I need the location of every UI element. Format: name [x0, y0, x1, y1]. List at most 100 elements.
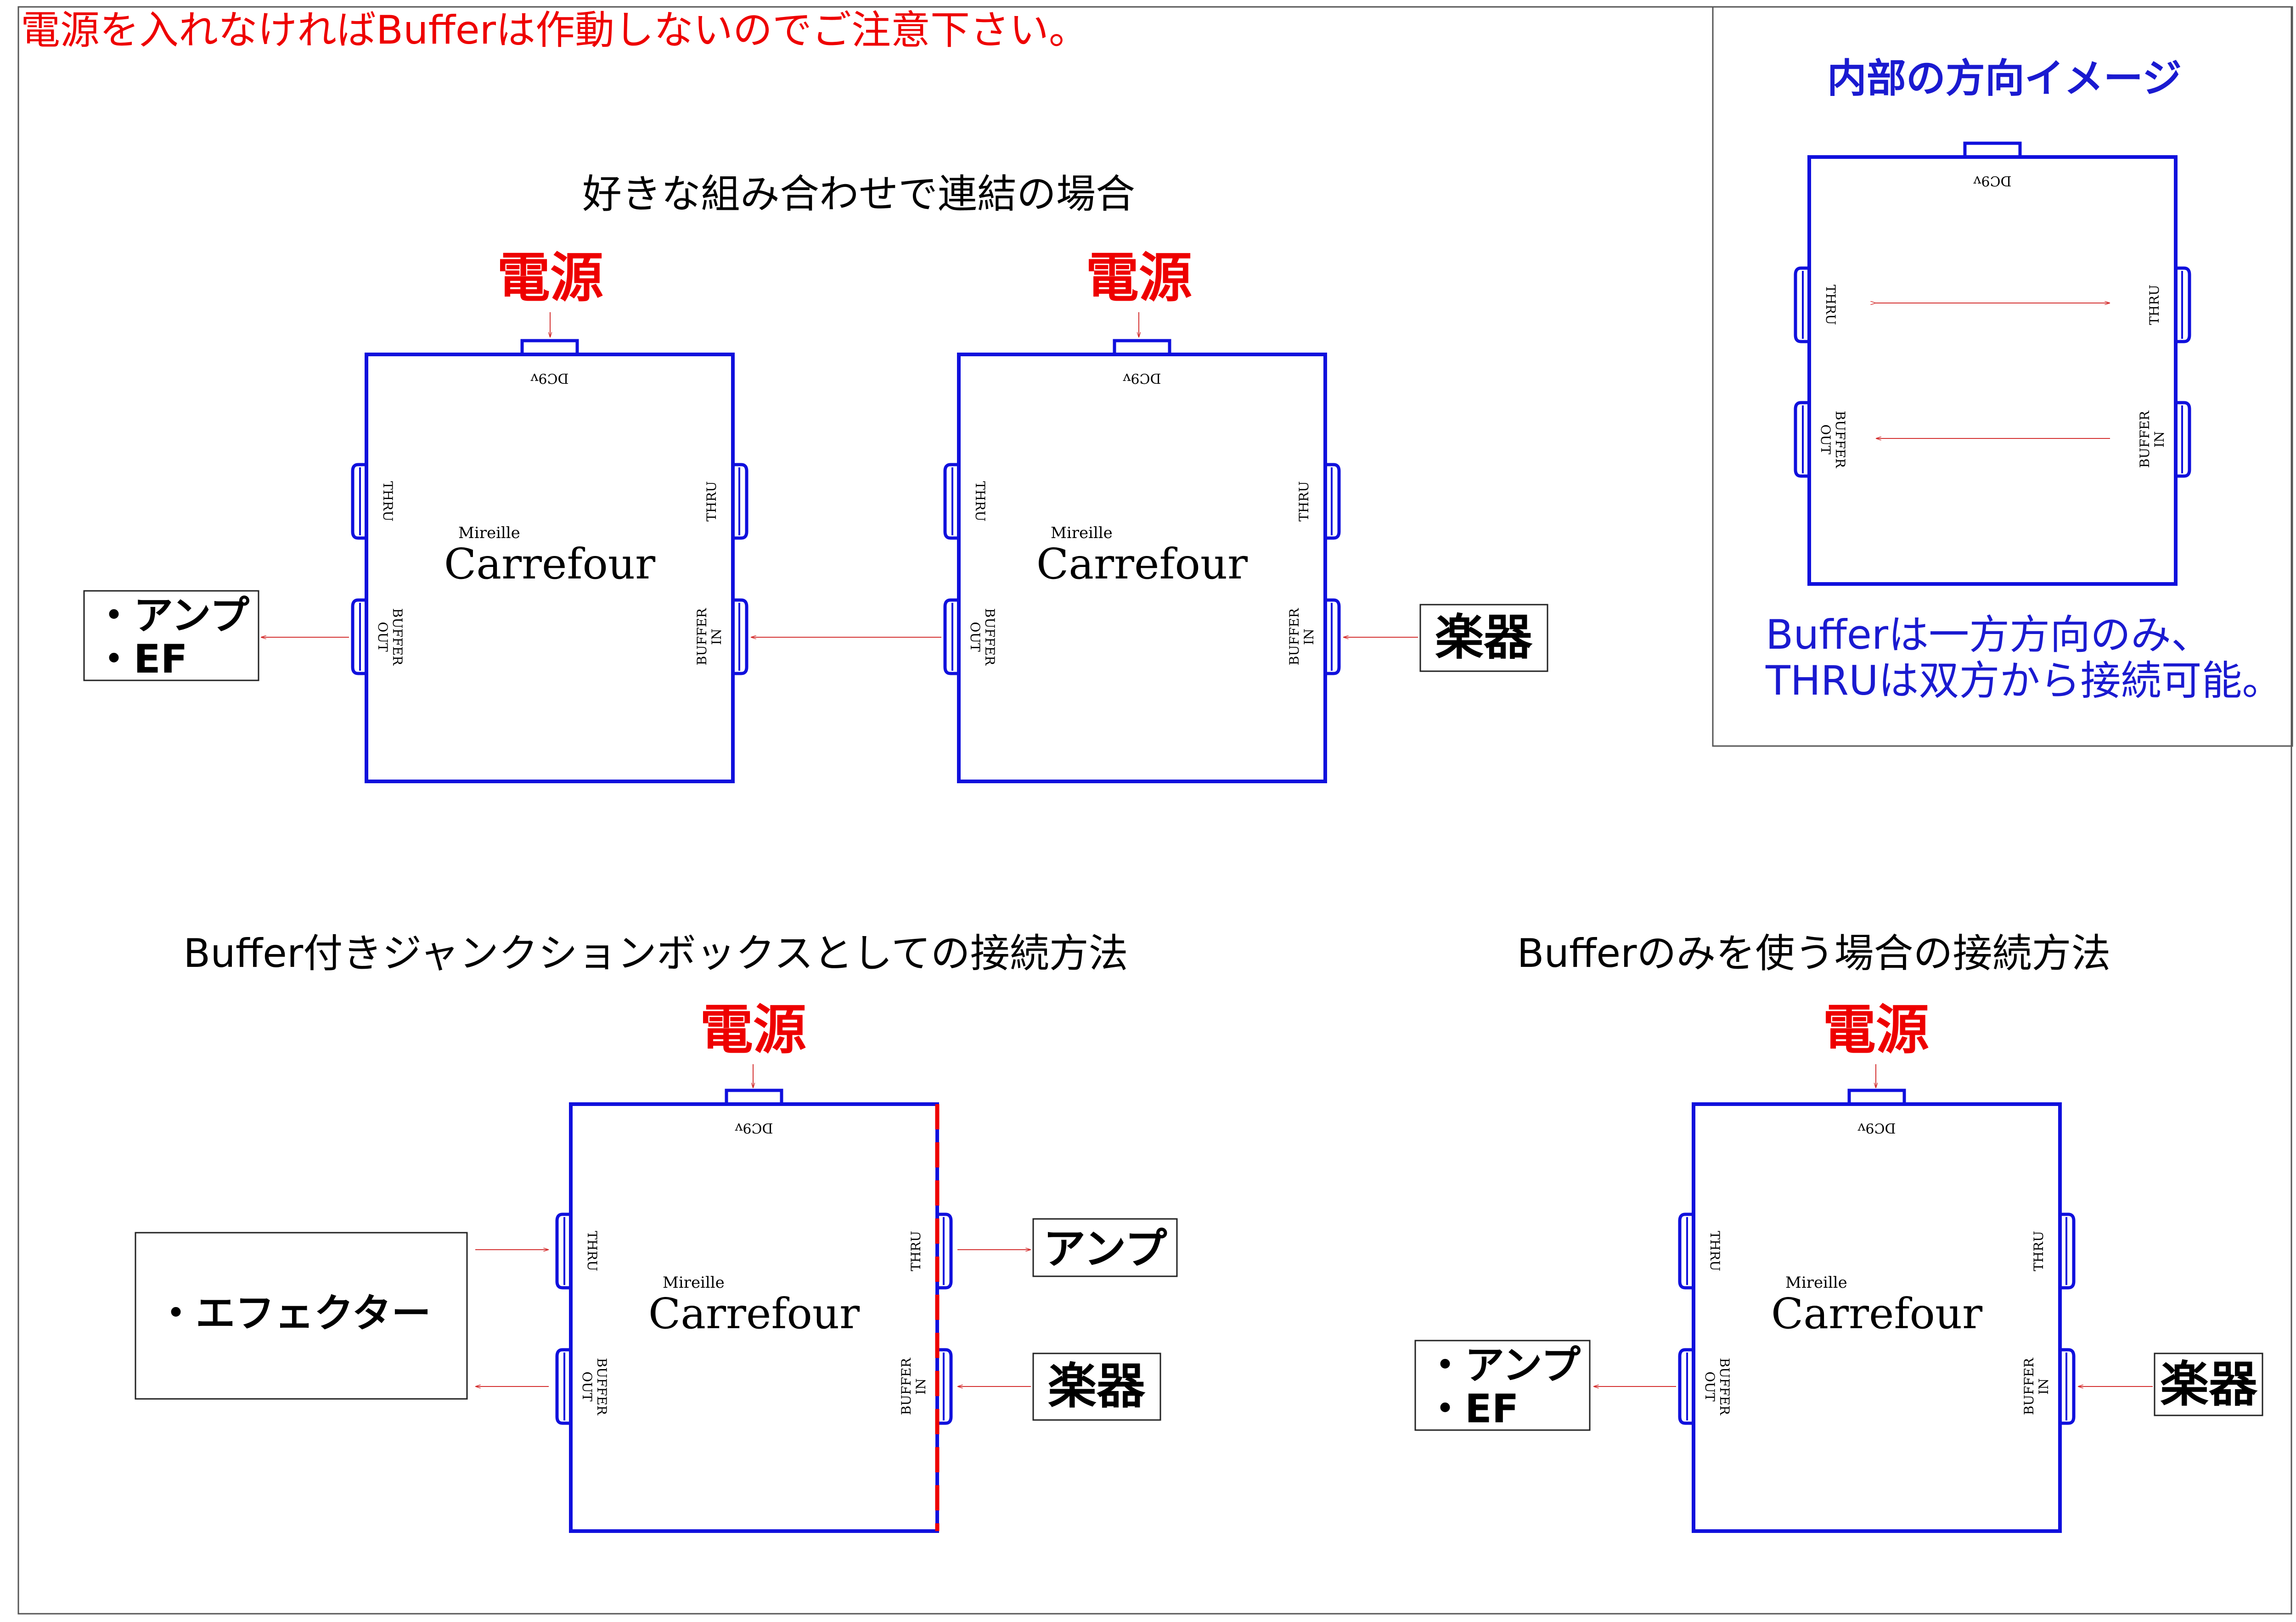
jack-outline: [351, 463, 366, 540]
dc-jack: [520, 339, 579, 356]
brand-small: Mireille: [663, 1274, 725, 1292]
buffer-only-section-title: Bufferのみを使う場合の接続方法: [1517, 931, 2110, 977]
dc-jack: [1963, 141, 2022, 159]
brand-small: Mireille: [1051, 524, 1113, 542]
brand-small: Mireille: [1785, 1274, 1847, 1292]
buffer-in-label: BUFFERIN: [1287, 608, 1317, 665]
buffer-in-label: BUFFERIN: [899, 1358, 929, 1415]
brand-large: Carrefour: [1771, 1289, 1982, 1338]
jack-outline: [351, 598, 366, 675]
buffer-out-label-line: OUT: [1818, 424, 1833, 455]
instrument-box-buffer-only: [2154, 1353, 2263, 1416]
buffer-out-label-line: OUT: [375, 622, 390, 652]
jack-left: [943, 463, 959, 540]
dc-label: DC9v: [735, 1120, 773, 1136]
jack-right: [2176, 266, 2191, 343]
effector-box-junction: [135, 1232, 468, 1400]
jack-outline: [733, 598, 748, 675]
thru-right-label-line: THRU: [2031, 1231, 2046, 1271]
amp-ef-label-chain-line2: ・EF: [94, 636, 188, 682]
jack-left: [1794, 266, 1809, 343]
enclosure: [1807, 155, 2178, 586]
brand-large: Carrefour: [1036, 539, 1248, 589]
jack-left: [943, 598, 959, 675]
power-label-chain-right: 電源: [1086, 247, 1192, 309]
jack-right: [733, 463, 748, 540]
inset-title: 内部の方向イメージ: [1827, 56, 2182, 101]
jack-right: [937, 1348, 953, 1425]
buffer-in-label-line: BUFFER: [1287, 608, 1302, 665]
jack-left: [1794, 401, 1809, 478]
jack-outline: [555, 1348, 571, 1425]
buffer-in-label-line: IN: [2036, 1378, 2051, 1395]
brand-large: Carrefour: [648, 1289, 860, 1338]
power-label-chain-left: 電源: [497, 247, 603, 309]
thru-left-label: THRU: [380, 481, 395, 522]
instrument-label-chain: 楽器: [1435, 609, 1533, 666]
jack-outline: [1794, 266, 1809, 343]
thru-right-label-line: THRU: [2147, 285, 2162, 325]
jack-outline: [943, 463, 959, 540]
jack-outline: [555, 1212, 571, 1290]
buffer-in-label: BUFFERIN: [694, 608, 724, 665]
buffer-in-label: BUFFERIN: [2137, 410, 2167, 468]
buffer-in-label: BUFFERIN: [2021, 1358, 2051, 1415]
buffer-in-label-line: IN: [1301, 629, 1317, 645]
jack-right: [2176, 401, 2191, 478]
dc-label: DC9v: [1973, 173, 2011, 189]
jack-right: [937, 1212, 953, 1290]
instrument-box-chain: [1419, 604, 1548, 672]
buffer-out-label: BUFFEROUT: [375, 608, 405, 666]
buffer-out-label-line: BUFFER: [982, 608, 997, 666]
buffer-out-label-line: BUFFER: [390, 608, 405, 666]
jack-right: [733, 598, 748, 675]
buffer-out-label: BUFFEROUT: [1702, 1358, 1732, 1415]
brand-small: Mireille: [458, 524, 520, 542]
buffer-in-label-line: BUFFER: [694, 608, 709, 665]
jack-right: [1325, 463, 1341, 540]
jack-left: [1678, 1348, 1694, 1425]
jack-outline: [937, 1348, 953, 1425]
power-label-junction: 電源: [700, 999, 806, 1061]
thru-left-label-line: THRU: [380, 481, 395, 522]
jack-left: [555, 1212, 571, 1290]
buffer-out-label: BUFFEROUT: [968, 608, 997, 666]
instrument-box-junction: [1032, 1353, 1161, 1421]
amp-label-junction: アンプ: [1043, 1224, 1167, 1274]
junction-section-title: Buffer付きジャンクションボックスとしての接続方法: [183, 931, 1128, 977]
jack-outline: [937, 1212, 953, 1290]
jack-left: [555, 1348, 571, 1425]
dc-jack: [1847, 1089, 1906, 1106]
dc-label: DC9v: [1123, 370, 1161, 386]
page-frame: [17, 6, 2292, 1615]
jack-right: [2060, 1212, 2076, 1290]
thru-right-label: THRU: [1296, 481, 1311, 522]
buffer-in-label-line: IN: [709, 629, 724, 645]
brand-large: Carrefour: [444, 539, 655, 589]
jack-outline: [1325, 598, 1341, 675]
dc-label: DC9v: [1857, 1120, 1896, 1136]
instrument-label-buffer-only: 楽器: [2160, 1356, 2258, 1413]
inset-note-line2: THRUは双方から接続可能。: [1765, 657, 2282, 704]
thru-left-label: THRU: [1707, 1231, 1722, 1271]
amp-ef-label-buffer-only-line1: ・アンプ: [1425, 1342, 1581, 1388]
dc-jack: [1113, 339, 1171, 356]
amp-box-junction: [1032, 1218, 1178, 1277]
buffer-out-label: BUFFEROUT: [580, 1358, 609, 1415]
thru-left-label-line: THRU: [1823, 285, 1838, 325]
inset-note-line1: Bufferは一方方向のみ、: [1766, 611, 2212, 658]
dc-jack: [725, 1089, 783, 1106]
buffer-in-label-line: IN: [2152, 431, 2167, 448]
thru-right-label: THRU: [2031, 1231, 2046, 1271]
buffer-in-label-line: BUFFER: [899, 1358, 914, 1415]
jack-right: [2060, 1348, 2076, 1425]
inset-panel: [1712, 6, 2293, 747]
enclosure: [1692, 1102, 2062, 1533]
jack-outline: [1325, 463, 1341, 540]
thru-left-label-line: THRU: [585, 1231, 600, 1271]
